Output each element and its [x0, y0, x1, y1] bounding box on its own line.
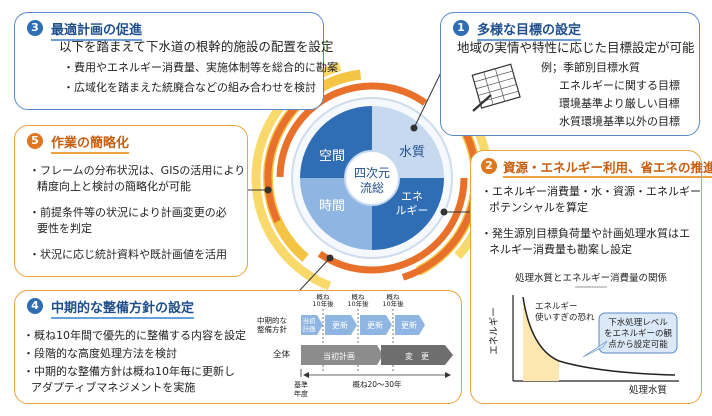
box2-item-1: ・エネルギー消費量・水・資源・エネルギー — [481, 185, 701, 198]
risk-label-1: エネルギー — [535, 302, 578, 312]
box4-item-1: ・概ね10年間で優先的に整備する内容を設定 — [23, 329, 246, 342]
box4-item-3: ・中期的な整備方針は概ね10年毎に更新し — [23, 365, 235, 378]
core-label-2: 流総 — [360, 181, 384, 195]
box1-item-2: 環境基準より厳しい目標 — [559, 97, 680, 110]
box1-subtitle: 地域の実情や特性に応じた目標設定が可能 — [457, 40, 695, 55]
box1-lead: 例；季節別目標水質 — [541, 61, 640, 74]
box-midterm-policy: 4 中期的な整備方針の設定 ・概ね10年間で優先的に整備する内容を設定 ・段階的… — [14, 290, 462, 404]
risk-area — [523, 297, 559, 381]
box3-title: 最適計画の促進 — [51, 19, 143, 41]
row1-label-1: 中期的な — [257, 315, 287, 325]
svg-text:概ね: 概ね — [387, 292, 401, 301]
box3-subtitle: 以下を踏まえて下水道の根幹的施設の配置を設定 — [59, 39, 334, 54]
box2-item-2: ・発生源別目標負荷量や計画処理水質はエ — [481, 227, 690, 240]
box5-item-3: ・状況に応じ統計資料や既計画値を活用 — [29, 248, 227, 261]
core-label-1: 四次元 — [354, 166, 390, 180]
svg-text:概ね: 概ね — [317, 292, 331, 301]
label-energy-2: ルギー — [396, 204, 429, 217]
box3-item-1: ・費用やエネルギー消費量、実施体制等を総合的に勘案 — [63, 61, 338, 74]
document-pen-icon — [471, 63, 521, 112]
box5-item-2: ・前提条件等の状況により計画変更の必 — [29, 206, 227, 219]
badge-5: 5 — [27, 133, 43, 149]
box2-item-1b: ポテンシャルを算定 — [489, 201, 588, 214]
box-resource-energy: 2 資源・エネルギー利用、省エネの推進 ・エネルギー消費量・水・資源・エネルギー… — [470, 150, 712, 404]
badge-4: 4 — [27, 298, 43, 314]
callout-line-3: 点から設定可能 — [608, 339, 668, 350]
box4-title: 中期的な整備方針の設定 — [51, 297, 195, 319]
svg-text:当初: 当初 — [303, 316, 316, 325]
box1-item-1: エネルギーに関する目標 — [559, 79, 680, 92]
svg-text:10年後: 10年後 — [312, 299, 334, 308]
label-space: 空間 — [319, 149, 345, 164]
box5-item-2b: 要性を判定 — [37, 222, 92, 235]
box5-title: 作業の簡略化 — [51, 132, 130, 154]
energy-quality-graph: 処理水質とエネルギー消費量の関係 エネルギー エネルギー 使いすぎの恐れ 下水処… — [489, 272, 679, 396]
svg-text:10年後: 10年後 — [382, 299, 404, 308]
svg-text:更新: 更新 — [367, 320, 383, 330]
graph-title: 処理水質とエネルギー消費量の関係 — [515, 272, 668, 284]
base-year-2: 年度 — [294, 389, 308, 398]
label-energy-1: エネ — [401, 190, 423, 203]
svg-text:当初計画: 当初計画 — [323, 351, 355, 361]
base-year-1: 基準 — [294, 380, 308, 389]
box-diverse-targets: 1 多様な目標の設定 地域の実情や特性に応じた目標設定が可能 例；季節別目標水質… — [440, 12, 700, 136]
energy-curve — [522, 296, 676, 376]
box1-item-3: 水質環境基準以外の目標 — [559, 115, 680, 128]
box2-title: 資源・エネルギー利用、省エネの推進 — [503, 157, 712, 178]
box2-item-2b: ネルギー消費量も勘案し設定 — [489, 243, 632, 256]
label-water-quality: 水質 — [399, 145, 425, 160]
svg-text:10年後: 10年後 — [347, 299, 369, 308]
row1-label-2: 整備方針 — [257, 324, 287, 334]
overall-arrows: 当初計画 変 更 — [301, 345, 453, 365]
badge-2: 2 — [481, 158, 497, 174]
row2-label: 全体 — [273, 349, 291, 360]
box-optimal-plan: 3 最適計画の促進 以下を踏まえて下水道の根幹的施設の配置を設定 ・費用やエネル… — [14, 12, 338, 110]
svg-text:概ね: 概ね — [352, 292, 366, 301]
callout-line-2: をエネルギーの観 — [604, 328, 673, 339]
update-arrows: 当初 計画 更新 更新 更新 — [301, 315, 425, 335]
box4-item-3b: アダプティブマネジメントを実施 — [31, 381, 196, 394]
svg-text:変 更: 変 更 — [405, 351, 429, 361]
core-circle — [344, 150, 400, 206]
box5-item-1b: 精度向上と検討の簡略化が可能 — [37, 180, 191, 193]
svg-text:更新: 更新 — [332, 320, 348, 330]
box5-item-1: ・フレームの分布状況は、GISの活用により — [29, 164, 246, 177]
graph-xlabel: 処理水質 — [629, 384, 667, 396]
box4-item-2: ・段階的な高度処理方法を検討 — [23, 347, 177, 360]
graph-ylabel: エネルギー — [489, 307, 500, 355]
svg-text:更新: 更新 — [401, 320, 417, 330]
box3-item-2: ・広域化を踏まえた統廃合などの組み合わせを検討 — [63, 81, 316, 94]
label-time: 時間 — [319, 199, 345, 214]
box1-title: 多様な目標の設定 — [477, 19, 582, 41]
period-label: 概ね20～30年 — [352, 379, 402, 389]
risk-label-2: 使いすぎの恐れ — [535, 312, 595, 323]
badge-3: 3 — [27, 20, 43, 36]
badge-1: 1 — [453, 20, 469, 36]
callout-box — [598, 312, 678, 354]
svg-text:計画: 計画 — [303, 324, 316, 333]
box-simplification: 5 作業の簡略化 ・フレームの分布状況は、GISの活用により 精度向上と検討の簡… — [14, 125, 248, 277]
callout-line-1: 下水処理レベル — [608, 317, 668, 328]
